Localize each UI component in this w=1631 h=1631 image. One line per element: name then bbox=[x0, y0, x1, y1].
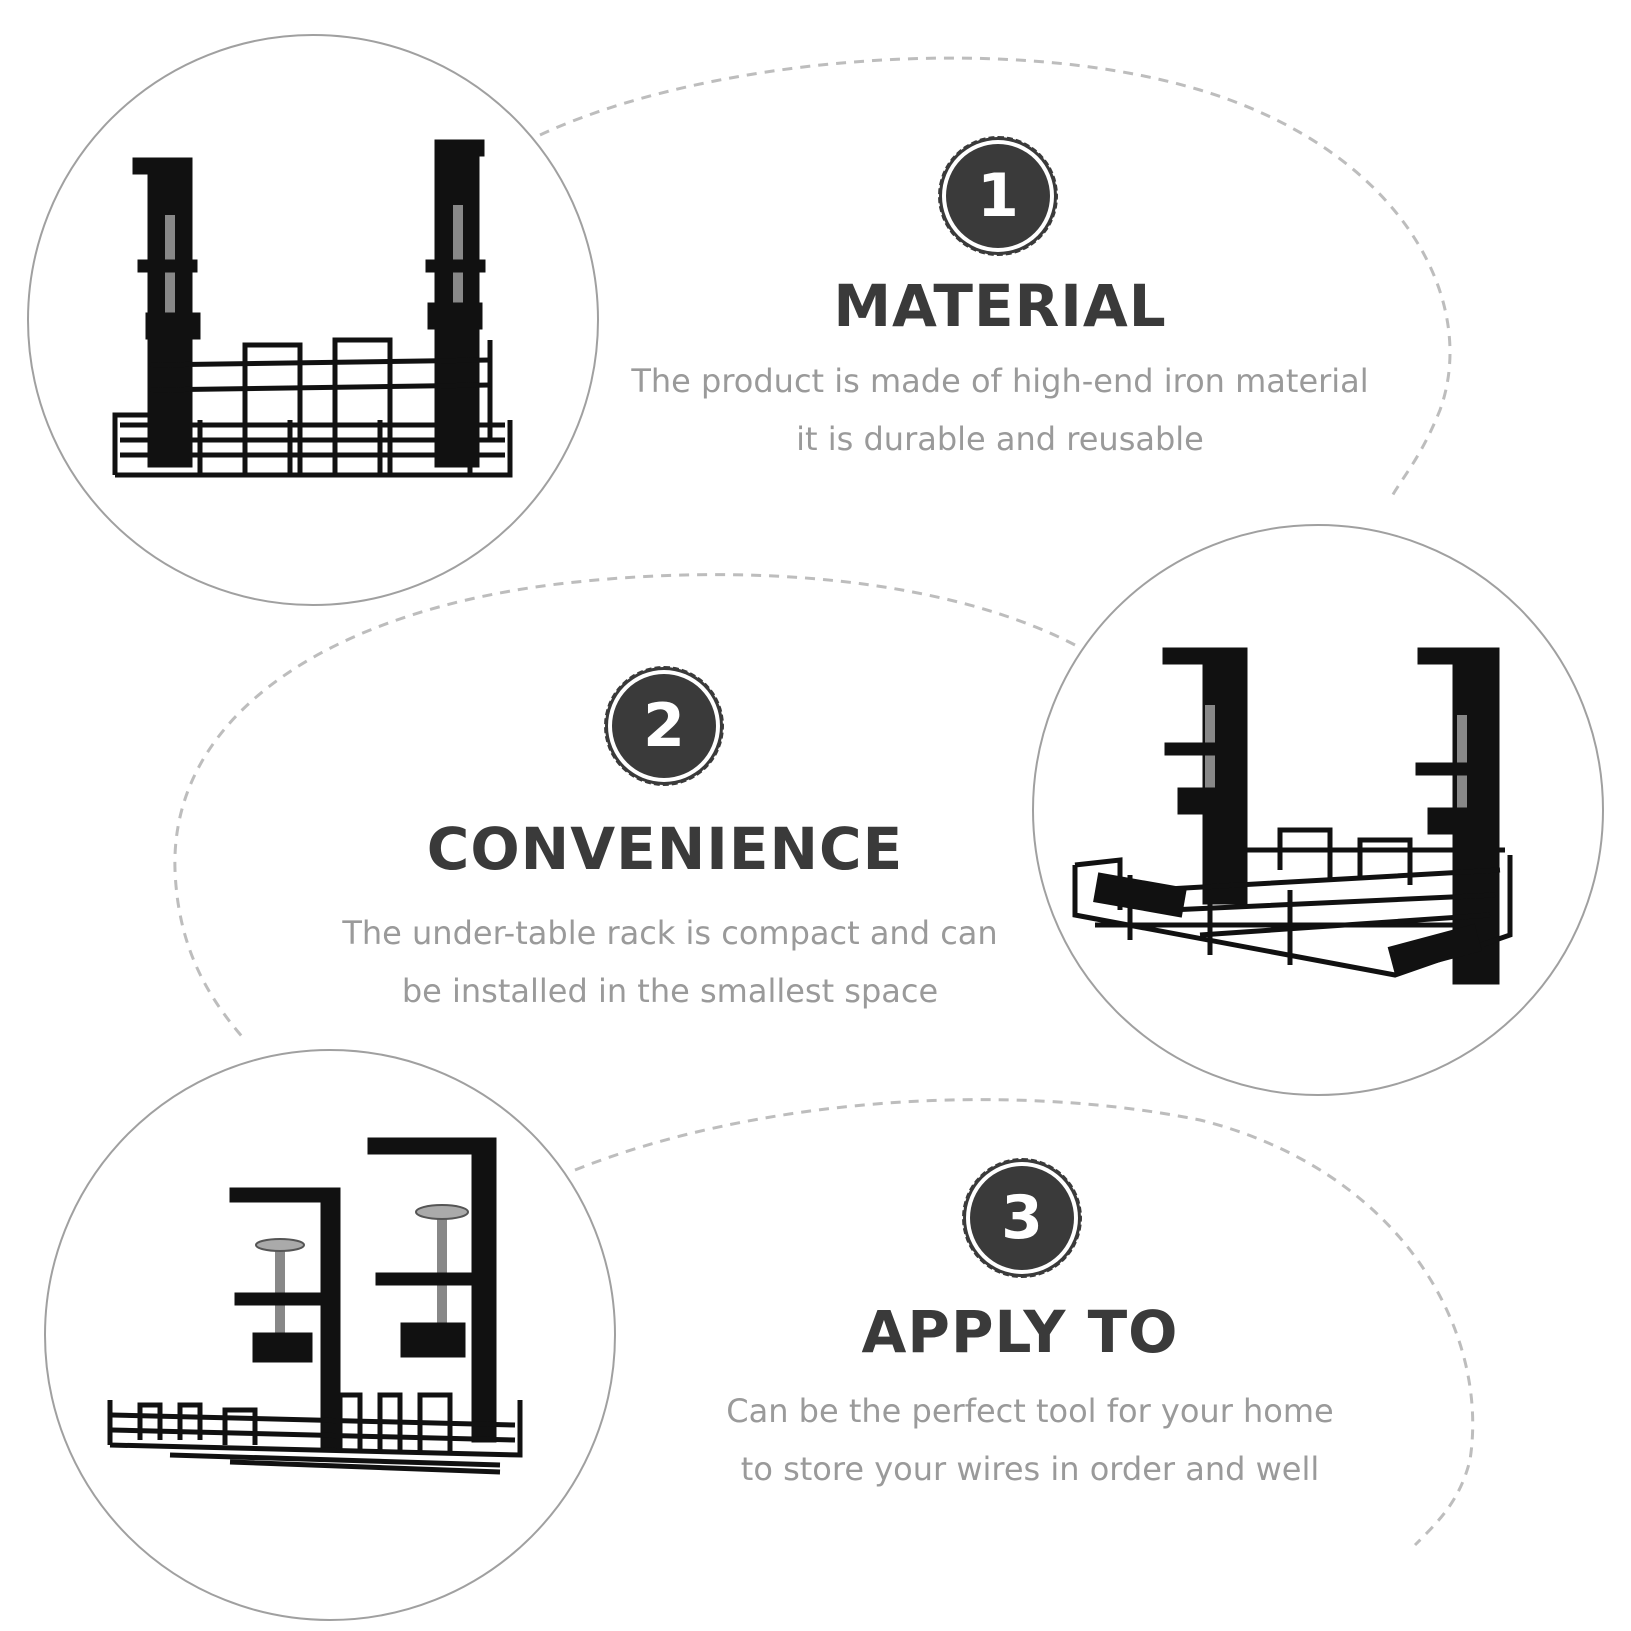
feature-description-line-2: be installed in the smallest space bbox=[401, 972, 939, 1010]
feature-description-line-1: The product is made of high-end iron mat… bbox=[631, 362, 1369, 400]
photo-circle-1 bbox=[27, 34, 599, 606]
step-badge-1: 1 bbox=[938, 136, 1058, 256]
feature-description-line-2: to store your wires in order and well bbox=[740, 1450, 1320, 1488]
under-desk-cable-tray-image bbox=[1072, 647, 1513, 985]
step-number: 3 bbox=[1001, 1183, 1043, 1253]
dashed-arc-3 bbox=[574, 1098, 1475, 1547]
dashed-arc-2 bbox=[173, 573, 1076, 1041]
photo-circle-2 bbox=[1032, 524, 1604, 1096]
step-number: 1 bbox=[977, 161, 1019, 231]
feature-title-convenience: CONVENIENCE bbox=[426, 815, 904, 883]
step-badge-3: 3 bbox=[962, 1158, 1082, 1278]
step-number: 2 bbox=[643, 691, 685, 761]
under-desk-cable-tray-image bbox=[112, 139, 513, 478]
feature-description-line-1: Can be the perfect tool for your home bbox=[726, 1392, 1334, 1430]
feature-description-line-2: it is durable and reusable bbox=[796, 420, 1204, 458]
step-badge-2: 2 bbox=[604, 666, 724, 786]
feature-title-apply-to: APPLY TO bbox=[861, 1298, 1179, 1366]
under-desk-cable-tray-image bbox=[107, 1137, 523, 1475]
feature-title-material: MATERIAL bbox=[833, 272, 1167, 340]
dashed-arc-1 bbox=[539, 56, 1452, 501]
feature-description-line-1: The under-table rack is compact and can bbox=[342, 914, 998, 952]
